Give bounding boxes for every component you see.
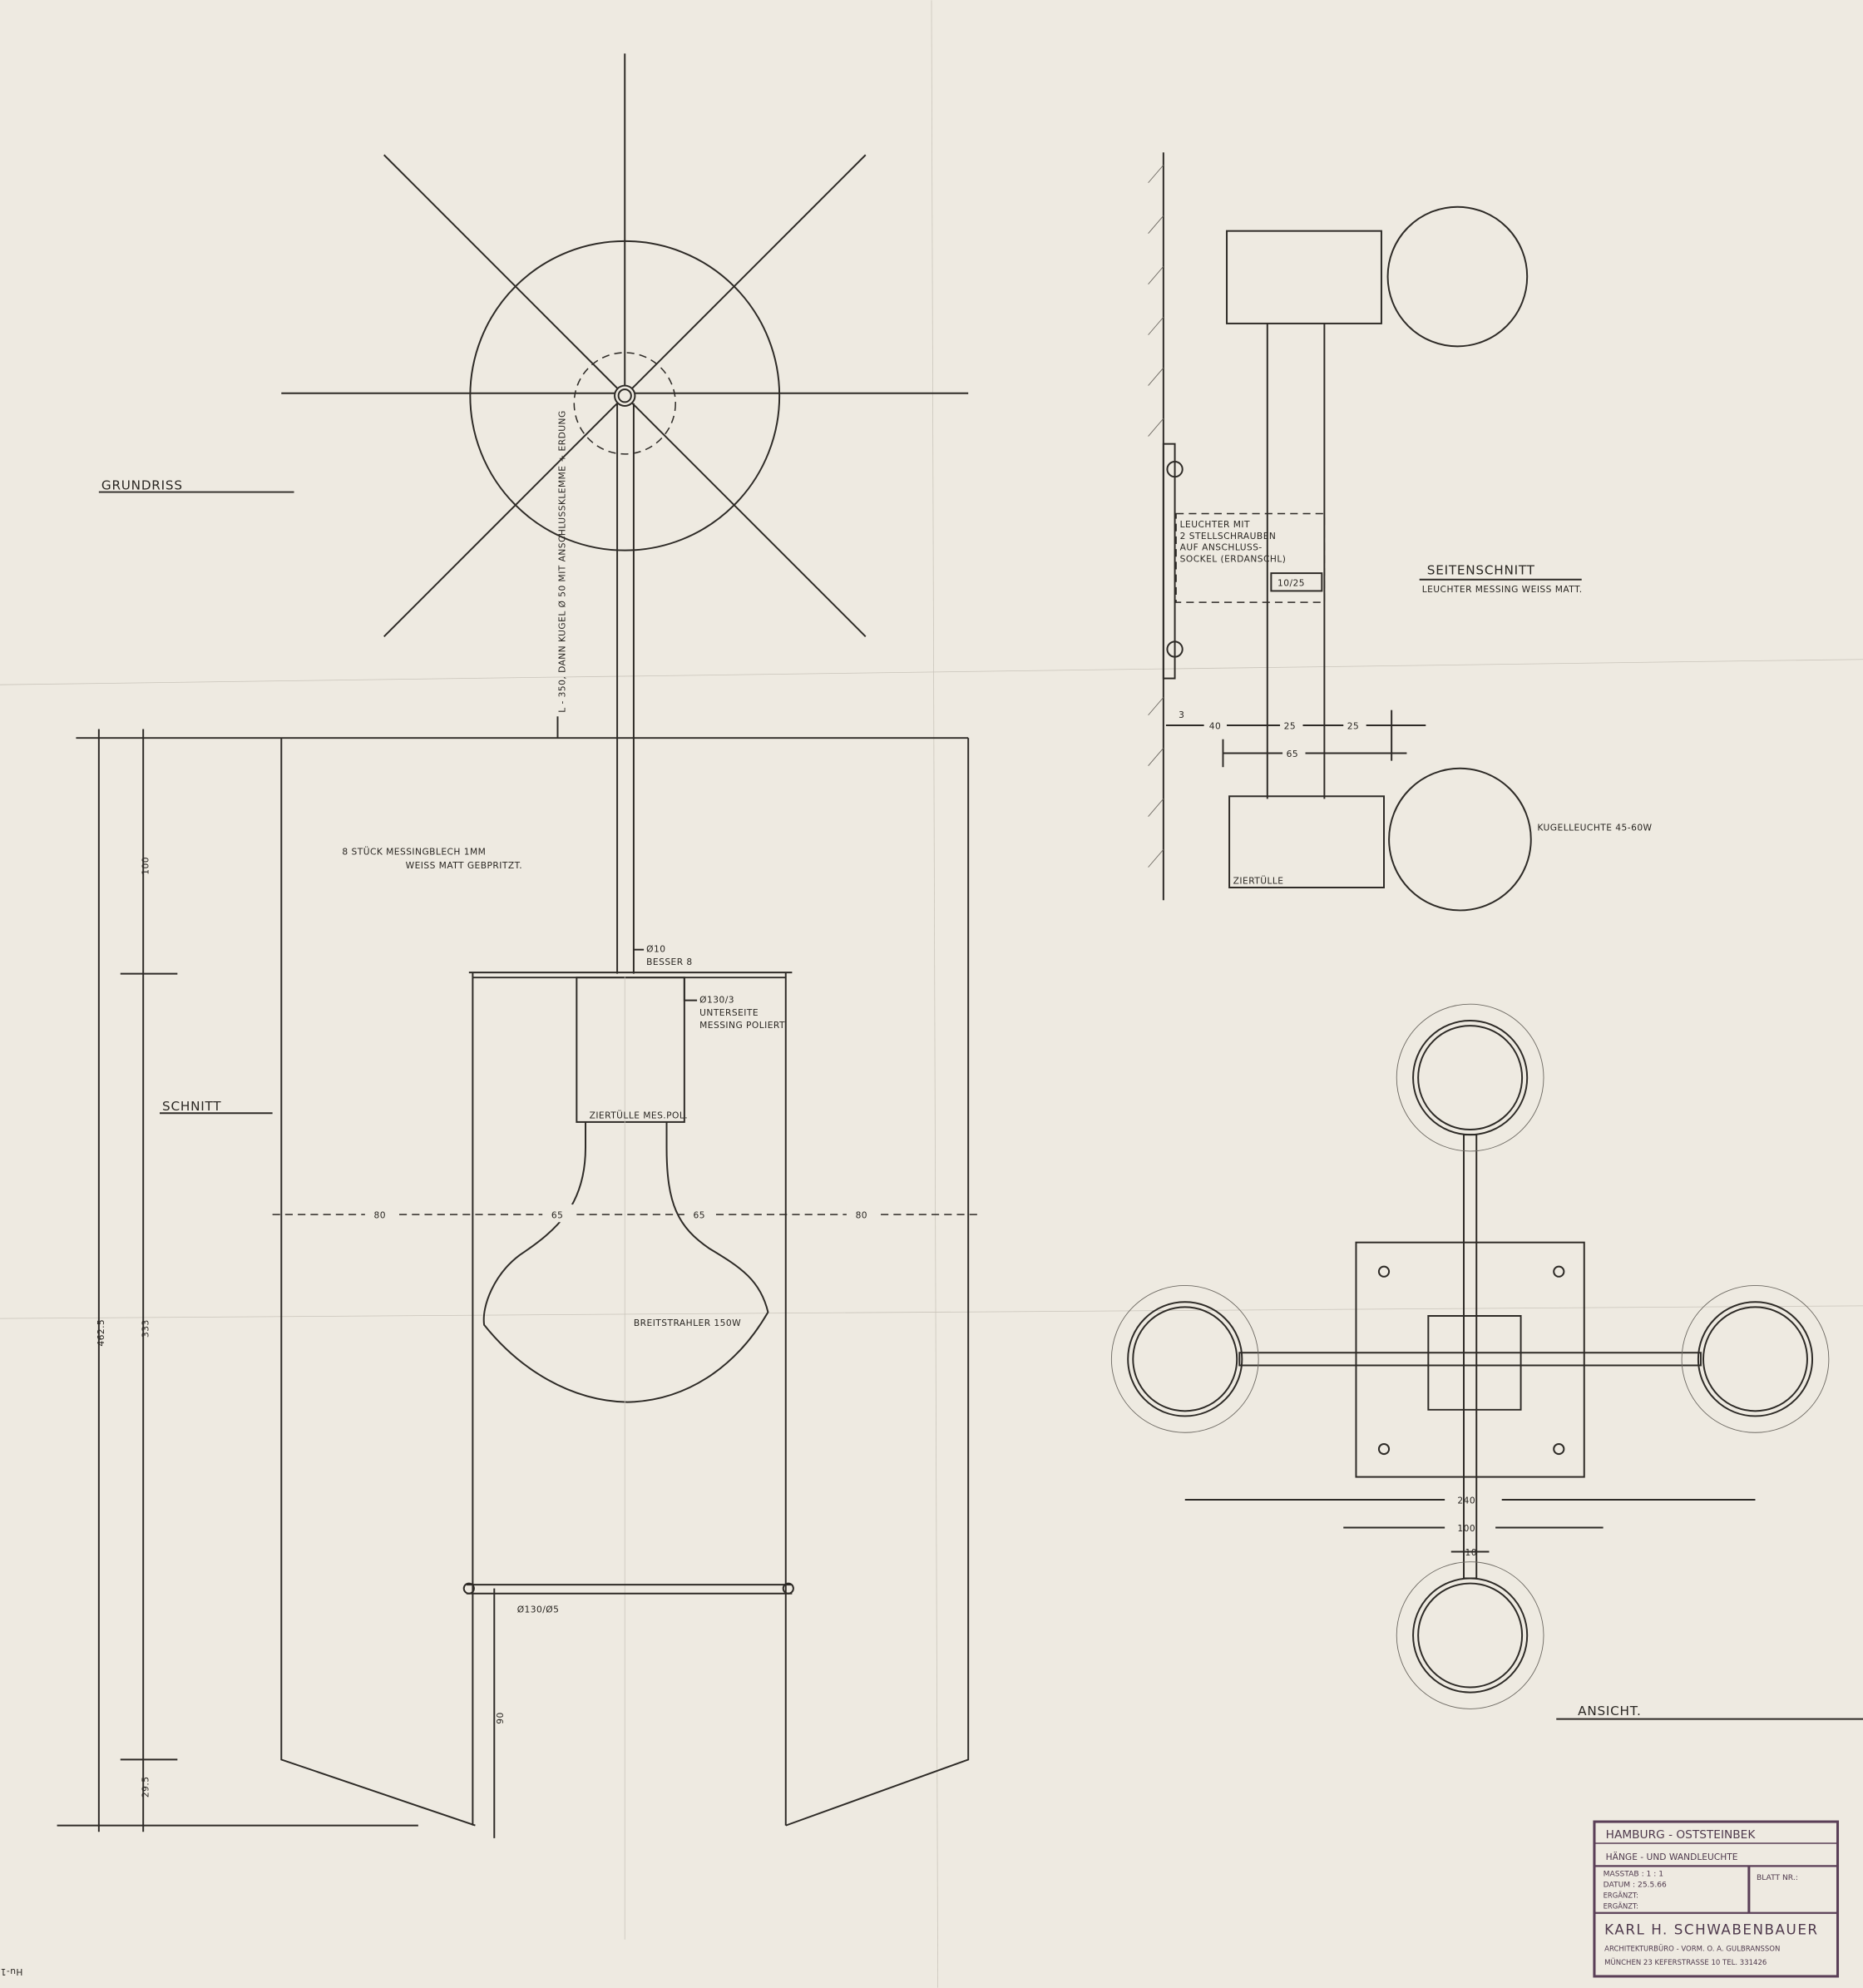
dim-65: 65 <box>1287 749 1298 759</box>
rod-alt-note: BESSER 8 <box>646 957 693 967</box>
plate-note-3: MESSING POLIERT <box>699 1020 785 1031</box>
kugelleuchte-note: KUGELLEUCHTE 45-60W <box>1537 822 1652 833</box>
dim-25-b: 25 <box>1347 721 1359 732</box>
firm-line-2: ARCHITEKTURBÜRO - VORM. O. A. GULBRANSSO… <box>1604 1944 1780 1953</box>
dim-40: 40 <box>1209 721 1221 732</box>
dim-333: 333 <box>140 1319 151 1338</box>
dim-4625: 462.5 <box>96 1319 106 1347</box>
dim-25-a: 25 <box>1284 721 1296 732</box>
date-field: DATUM : 25.5.66 <box>1604 1882 1667 1890</box>
sheet-number-field: BLATT NR.: <box>1757 1874 1798 1882</box>
dim-100: 100 <box>1457 1523 1475 1534</box>
socket-note-1: LEUCHTER MIT <box>1180 519 1250 530</box>
dim-80-left: 80 <box>374 1210 386 1221</box>
socket-note-3: AUF ANSCHLUSS- <box>1180 542 1263 553</box>
ansicht-front-view: 240 100 10 ANSICHT. <box>1110 1003 1863 1720</box>
socket-note-4: SOCKEL (ERDANSCHL) <box>1180 553 1287 564</box>
ansicht-title: ANSICHT. <box>1578 1704 1641 1718</box>
dim-10: 10 <box>1465 1547 1477 1558</box>
dim-65-left: 65 <box>551 1210 563 1221</box>
socket-note-2: 2 STELLSCHRAUBEN <box>1180 531 1277 542</box>
dim-3: 3 <box>1179 710 1184 720</box>
firm-name: KARL H. SCHWABENBAUER <box>1604 1921 1818 1938</box>
dim-100: 100 <box>140 857 151 875</box>
dim-240: 240 <box>1457 1496 1475 1506</box>
ziertuelle-note: ZIERTÜLLE MES.POL. <box>590 1110 689 1120</box>
bulb-note: BREITSTRAHLER 150W <box>634 1318 741 1328</box>
ring-note: Ø130/Ø5 <box>517 1605 560 1615</box>
amended-field-2: ERGÄNZT: <box>1604 1901 1638 1910</box>
amended-field-1: ERGÄNZT: <box>1604 1891 1638 1899</box>
plate-note-1: Ø130/3 <box>699 995 734 1006</box>
project-name: HAMBURG - OSTSTEINBEK <box>1606 1828 1757 1842</box>
title-block-stamp: HAMBURG - OSTSTEINBEK HÄNGE - UND WANDLE… <box>1593 1820 1840 1978</box>
object-name: HÄNGE - UND WANDLEUCHTE <box>1606 1852 1738 1862</box>
rod-diameter-note: Ø10 <box>646 944 665 955</box>
grundriss-plan-view: GRUNDRISS L - 350, DANN KUGEL Ø 50 MIT A… <box>98 53 969 739</box>
grundriss-title: GRUNDRISS <box>101 478 183 493</box>
sheet-note-1: 8 STÜCK MESSINGBLECH 1MM <box>342 846 486 857</box>
screw-holes <box>1377 1265 1565 1456</box>
dim-90: 90 <box>495 1712 506 1723</box>
dim-65-right: 65 <box>694 1210 705 1221</box>
side-ziertuelle-note: ZIERTÜLLE <box>1233 875 1284 886</box>
ansicht-globes <box>1110 1003 1830 1709</box>
schnitt-title: SCHNITT <box>162 1099 221 1114</box>
sheet-note-2: WEISS MATT GEBPRITZT. <box>406 860 523 871</box>
scale-field: MASSTAB : 1 : 1 <box>1604 1871 1663 1879</box>
firm-line-3: MÜNCHEN 23 KEFERSTRASSE 10 TEL. 331426 <box>1604 1958 1767 1967</box>
seitenschnitt-subtitle: LEUCHTER MESSING WEISS MATT. <box>1422 584 1583 595</box>
seitenschnitt-title: SEITENSCHNITT <box>1427 563 1535 578</box>
dim-295: 29.5 <box>140 1777 151 1798</box>
archive-number: Hu-142-55 <box>0 1966 22 1977</box>
plate-note-2: UNTERSEITE <box>699 1007 759 1018</box>
schnitt-section-view: 100 462.5 333 29.5 90 80 65 65 80 SCHNIT… <box>57 403 982 1940</box>
socket-box-label: 10/25 <box>1277 577 1305 588</box>
dim-80-right: 80 <box>856 1210 867 1221</box>
seitenschnitt-side-view: 10/25 LEUCHTER MIT 2 STELLSCHRAUBEN AUF … <box>1148 152 1652 912</box>
rod-note: L - 350, DANN KUGEL Ø 50 MIT ANSCHLUSSKL… <box>557 410 568 712</box>
